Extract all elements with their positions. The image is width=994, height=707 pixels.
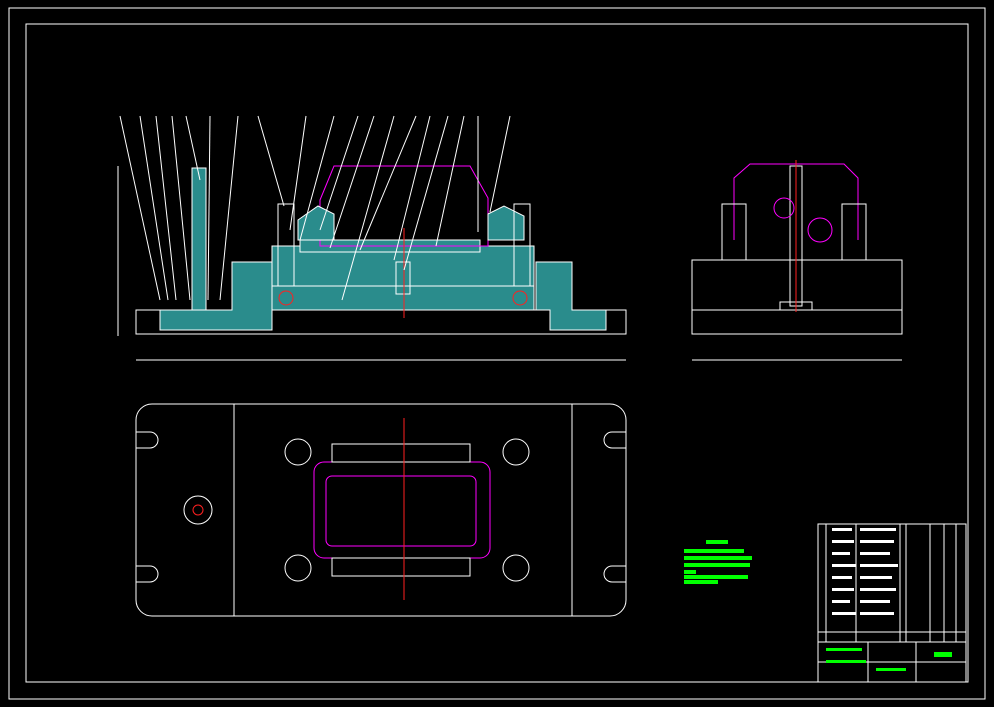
title-block	[817, 523, 967, 683]
title-block-frame	[817, 523, 967, 683]
right-eyebolt-pin	[512, 290, 528, 306]
eyebolt-bottom-left	[284, 554, 312, 582]
front-section-view	[117, 115, 627, 361]
slot-right-top	[603, 431, 626, 449]
side-workpiece	[733, 163, 859, 240]
slot-left-top	[136, 431, 159, 449]
notes-heading	[706, 540, 728, 544]
top-clamp-bar-lower	[331, 557, 471, 577]
top-workpiece-inner	[325, 475, 477, 547]
center-locator	[395, 261, 411, 295]
slot-right-bottom	[603, 565, 626, 583]
workpiece-outline	[319, 165, 489, 247]
part-leaders	[119, 115, 511, 301]
right-clamp-section	[487, 205, 525, 241]
body-section	[271, 245, 535, 311]
eyebolt-top-left	[284, 438, 312, 466]
locating-pin-flange	[183, 495, 213, 525]
technical-notes	[684, 540, 752, 584]
note-line-6	[684, 580, 718, 584]
note-line-1	[684, 549, 744, 553]
side-base	[691, 309, 903, 335]
side-right-bolt	[841, 203, 867, 261]
right-bolt	[513, 203, 531, 287]
left-section	[159, 261, 273, 331]
eyebolt-top-right	[502, 438, 530, 466]
side-pivot-left	[773, 197, 795, 219]
note-line-2	[684, 556, 752, 560]
right-section	[535, 261, 607, 331]
body-lower-cut	[271, 285, 535, 311]
left-column-section	[191, 167, 207, 311]
top-clamp-bar-upper	[331, 443, 471, 463]
locating-pin	[192, 504, 204, 516]
note-line-5	[684, 575, 748, 579]
inner-frame	[25, 23, 969, 683]
left-clamp-section	[297, 205, 335, 241]
top-view	[135, 403, 627, 617]
slot-left-bottom	[136, 565, 159, 583]
side-view	[691, 160, 903, 361]
outer-frame	[8, 7, 986, 700]
side-left-bolt	[721, 203, 747, 261]
left-bolt	[277, 203, 295, 287]
note-line-4	[684, 570, 696, 574]
top-base-outline	[135, 403, 627, 617]
side-pivot-right	[807, 217, 833, 243]
left-eyebolt-pin	[278, 290, 294, 306]
note-line-3	[684, 563, 750, 567]
eyebolt-bottom-right	[502, 554, 530, 582]
